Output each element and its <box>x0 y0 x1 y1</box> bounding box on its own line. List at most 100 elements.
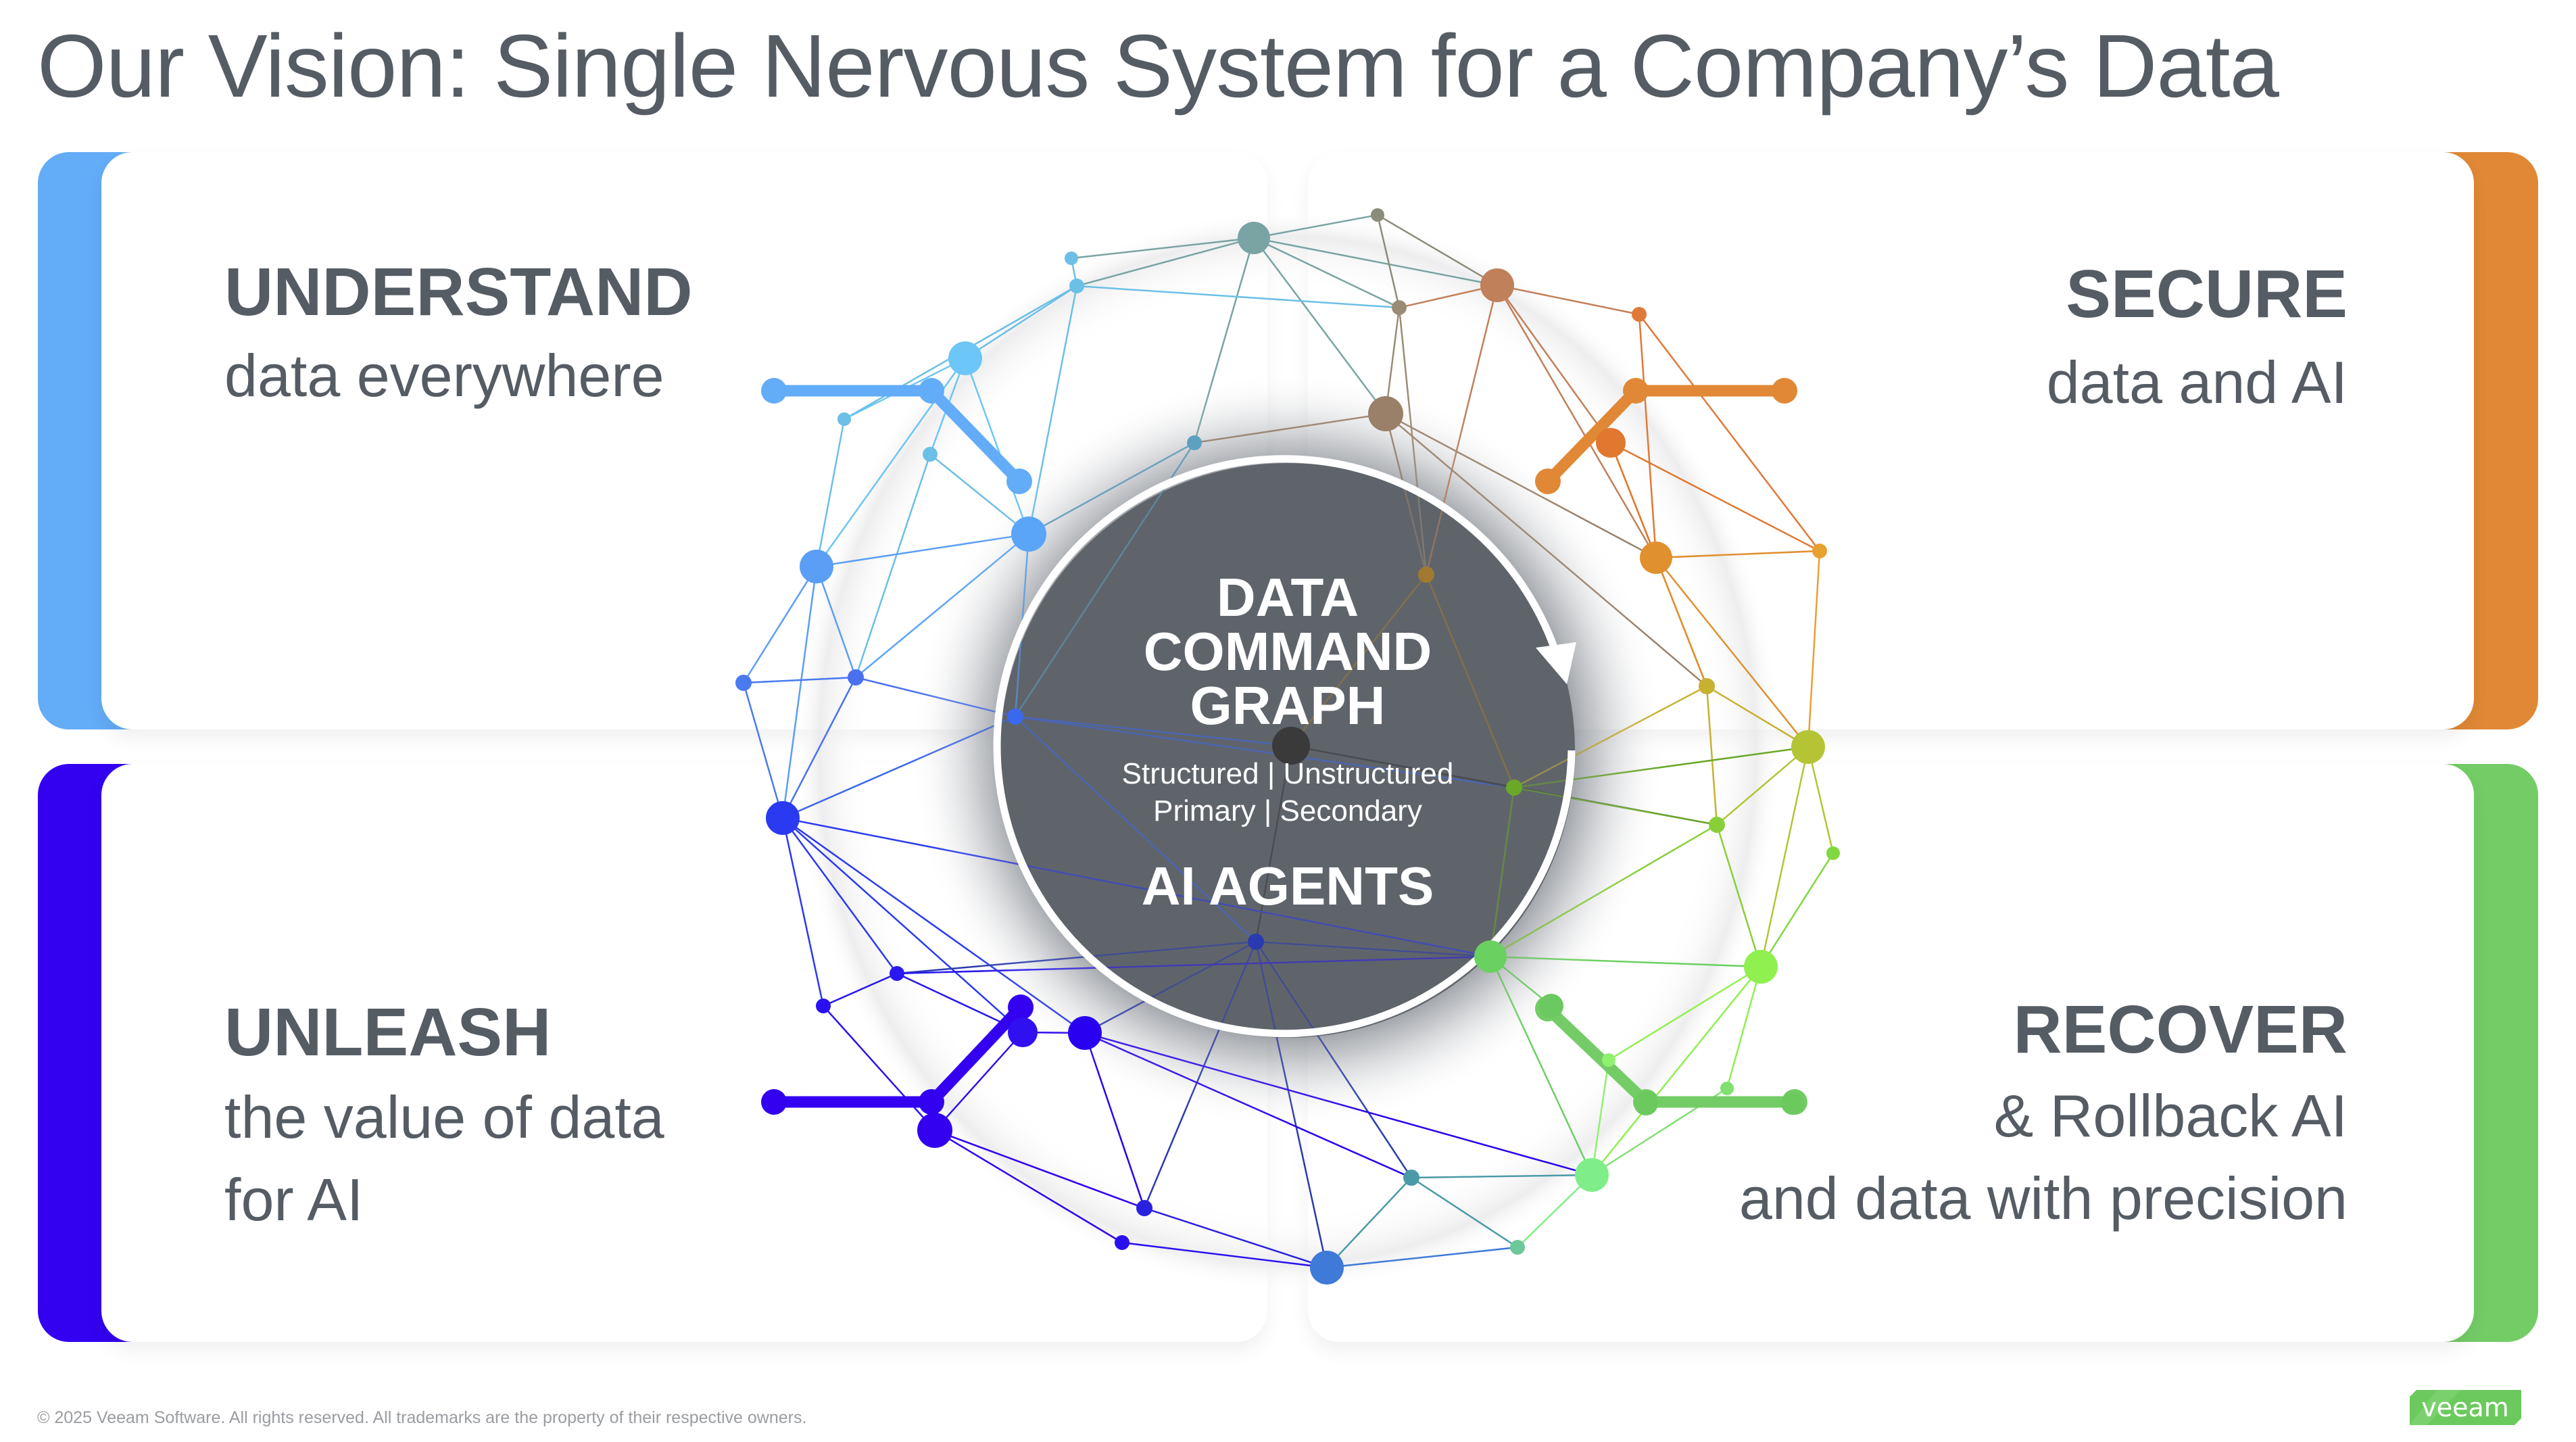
network-edge <box>1253 237 1386 414</box>
network-edge <box>1071 237 1255 260</box>
network-edge <box>1253 237 1498 287</box>
network-edge <box>855 676 1016 718</box>
network-node <box>735 675 752 691</box>
network-node <box>816 999 831 1013</box>
network-edge <box>1144 1207 1328 1269</box>
network-edge <box>1497 285 1611 443</box>
secure-heading: SECURE <box>2066 256 2348 332</box>
network-node <box>1474 940 1507 973</box>
network-node <box>1418 567 1434 583</box>
network-node <box>1826 846 1840 860</box>
network-edge <box>1290 574 1427 746</box>
network-edge <box>1610 441 1820 552</box>
network-node <box>1065 251 1078 265</box>
network-node <box>1368 396 1403 431</box>
network-node <box>1634 1091 1658 1115</box>
network-edge <box>1255 941 1413 1178</box>
network-node <box>1640 542 1672 574</box>
network-node <box>1011 516 1046 552</box>
network-edge <box>1084 1032 1412 1179</box>
ai-agents-label: AI AGENTS <box>1141 856 1434 916</box>
connector-node <box>1623 378 1649 404</box>
network-edge <box>1084 940 1257 1034</box>
network-edge <box>1028 441 1195 535</box>
network-edge <box>1489 787 1515 957</box>
network-edge <box>1706 685 1809 748</box>
network-node <box>1007 708 1023 725</box>
network-node <box>1699 678 1715 694</box>
center-subtitle-line-2: Primary | Secondary <box>1153 794 1422 827</box>
network-node <box>948 341 982 375</box>
network-edge <box>1015 716 1257 942</box>
network-edge <box>1655 557 1708 687</box>
network-edge <box>1807 550 1821 748</box>
network-node <box>1602 1053 1615 1067</box>
network-node <box>1310 1251 1344 1284</box>
network-edge <box>1726 966 1762 1089</box>
network-node <box>1791 730 1825 764</box>
network-edge <box>1384 307 1401 414</box>
network-node <box>1720 1082 1734 1095</box>
network-edge <box>1255 941 1328 1268</box>
unleash-subtitle-line-1: the value of data <box>224 1084 664 1151</box>
network-node <box>1744 950 1778 984</box>
network-edge <box>964 358 1030 535</box>
understand-subtitle: data everywhere <box>224 342 664 409</box>
network-node <box>1371 208 1384 222</box>
network-node <box>1115 1235 1129 1250</box>
cycle-ring <box>993 455 1576 1038</box>
network-node <box>1596 428 1626 458</box>
network-node <box>917 1113 952 1148</box>
network-edge <box>1076 285 1400 309</box>
center-title-line-3: GRAPH <box>1190 675 1386 736</box>
recover-subtitle-line-2: and data with precision <box>1739 1165 2348 1232</box>
copyright-footer: © 2025 Veeam Software. All rights reserv… <box>37 1408 807 1427</box>
network-nodes <box>735 208 1840 1284</box>
network-edge <box>1398 307 1428 575</box>
network-edge <box>823 1005 935 1131</box>
network-edge <box>1716 824 1762 967</box>
network-edge <box>1255 940 1491 958</box>
network-edge <box>1517 1174 1593 1248</box>
network-edge <box>1253 214 1378 239</box>
network-edge <box>1015 715 1292 747</box>
network-edge <box>934 1032 1023 1131</box>
network-edge <box>1490 955 1761 968</box>
network-edge <box>1411 1176 1518 1249</box>
network-edge <box>1326 1246 1518 1269</box>
network-edge <box>965 285 1077 360</box>
network-edge <box>1376 214 1401 308</box>
network-edge <box>1496 285 1657 558</box>
network-edge <box>1385 412 1657 559</box>
network-edge <box>815 418 846 567</box>
network-node <box>920 1090 943 1113</box>
network-edge <box>1194 412 1386 444</box>
connector-node <box>1006 468 1032 494</box>
network-node <box>1238 222 1270 254</box>
network-edge <box>1513 786 1718 826</box>
veeam-logo: veeam <box>2410 1390 2521 1425</box>
network-edge <box>896 955 1491 975</box>
network-edge <box>934 1129 1145 1209</box>
network-edge <box>1807 746 1834 854</box>
network-node <box>1136 1200 1152 1216</box>
network-edge <box>929 454 1029 535</box>
network-edge <box>1590 1059 1610 1176</box>
network-edge <box>934 1129 1123 1244</box>
network-edge <box>1076 237 1255 287</box>
network-node <box>1392 300 1407 315</box>
connector-node <box>1772 378 1797 404</box>
network-edge <box>1193 237 1255 443</box>
network-edge <box>781 817 825 1007</box>
network-edge <box>1015 715 1515 789</box>
network-edge <box>1490 823 1718 958</box>
network-edge <box>1513 746 1809 789</box>
network-edge <box>854 454 931 678</box>
network-edge <box>1384 413 1428 575</box>
network-edge <box>1425 285 1499 575</box>
connector-node <box>1535 468 1561 494</box>
connector-node <box>761 378 787 404</box>
network-node <box>800 550 833 583</box>
network-edge <box>1084 1032 1593 1176</box>
network-node <box>1575 1158 1609 1192</box>
